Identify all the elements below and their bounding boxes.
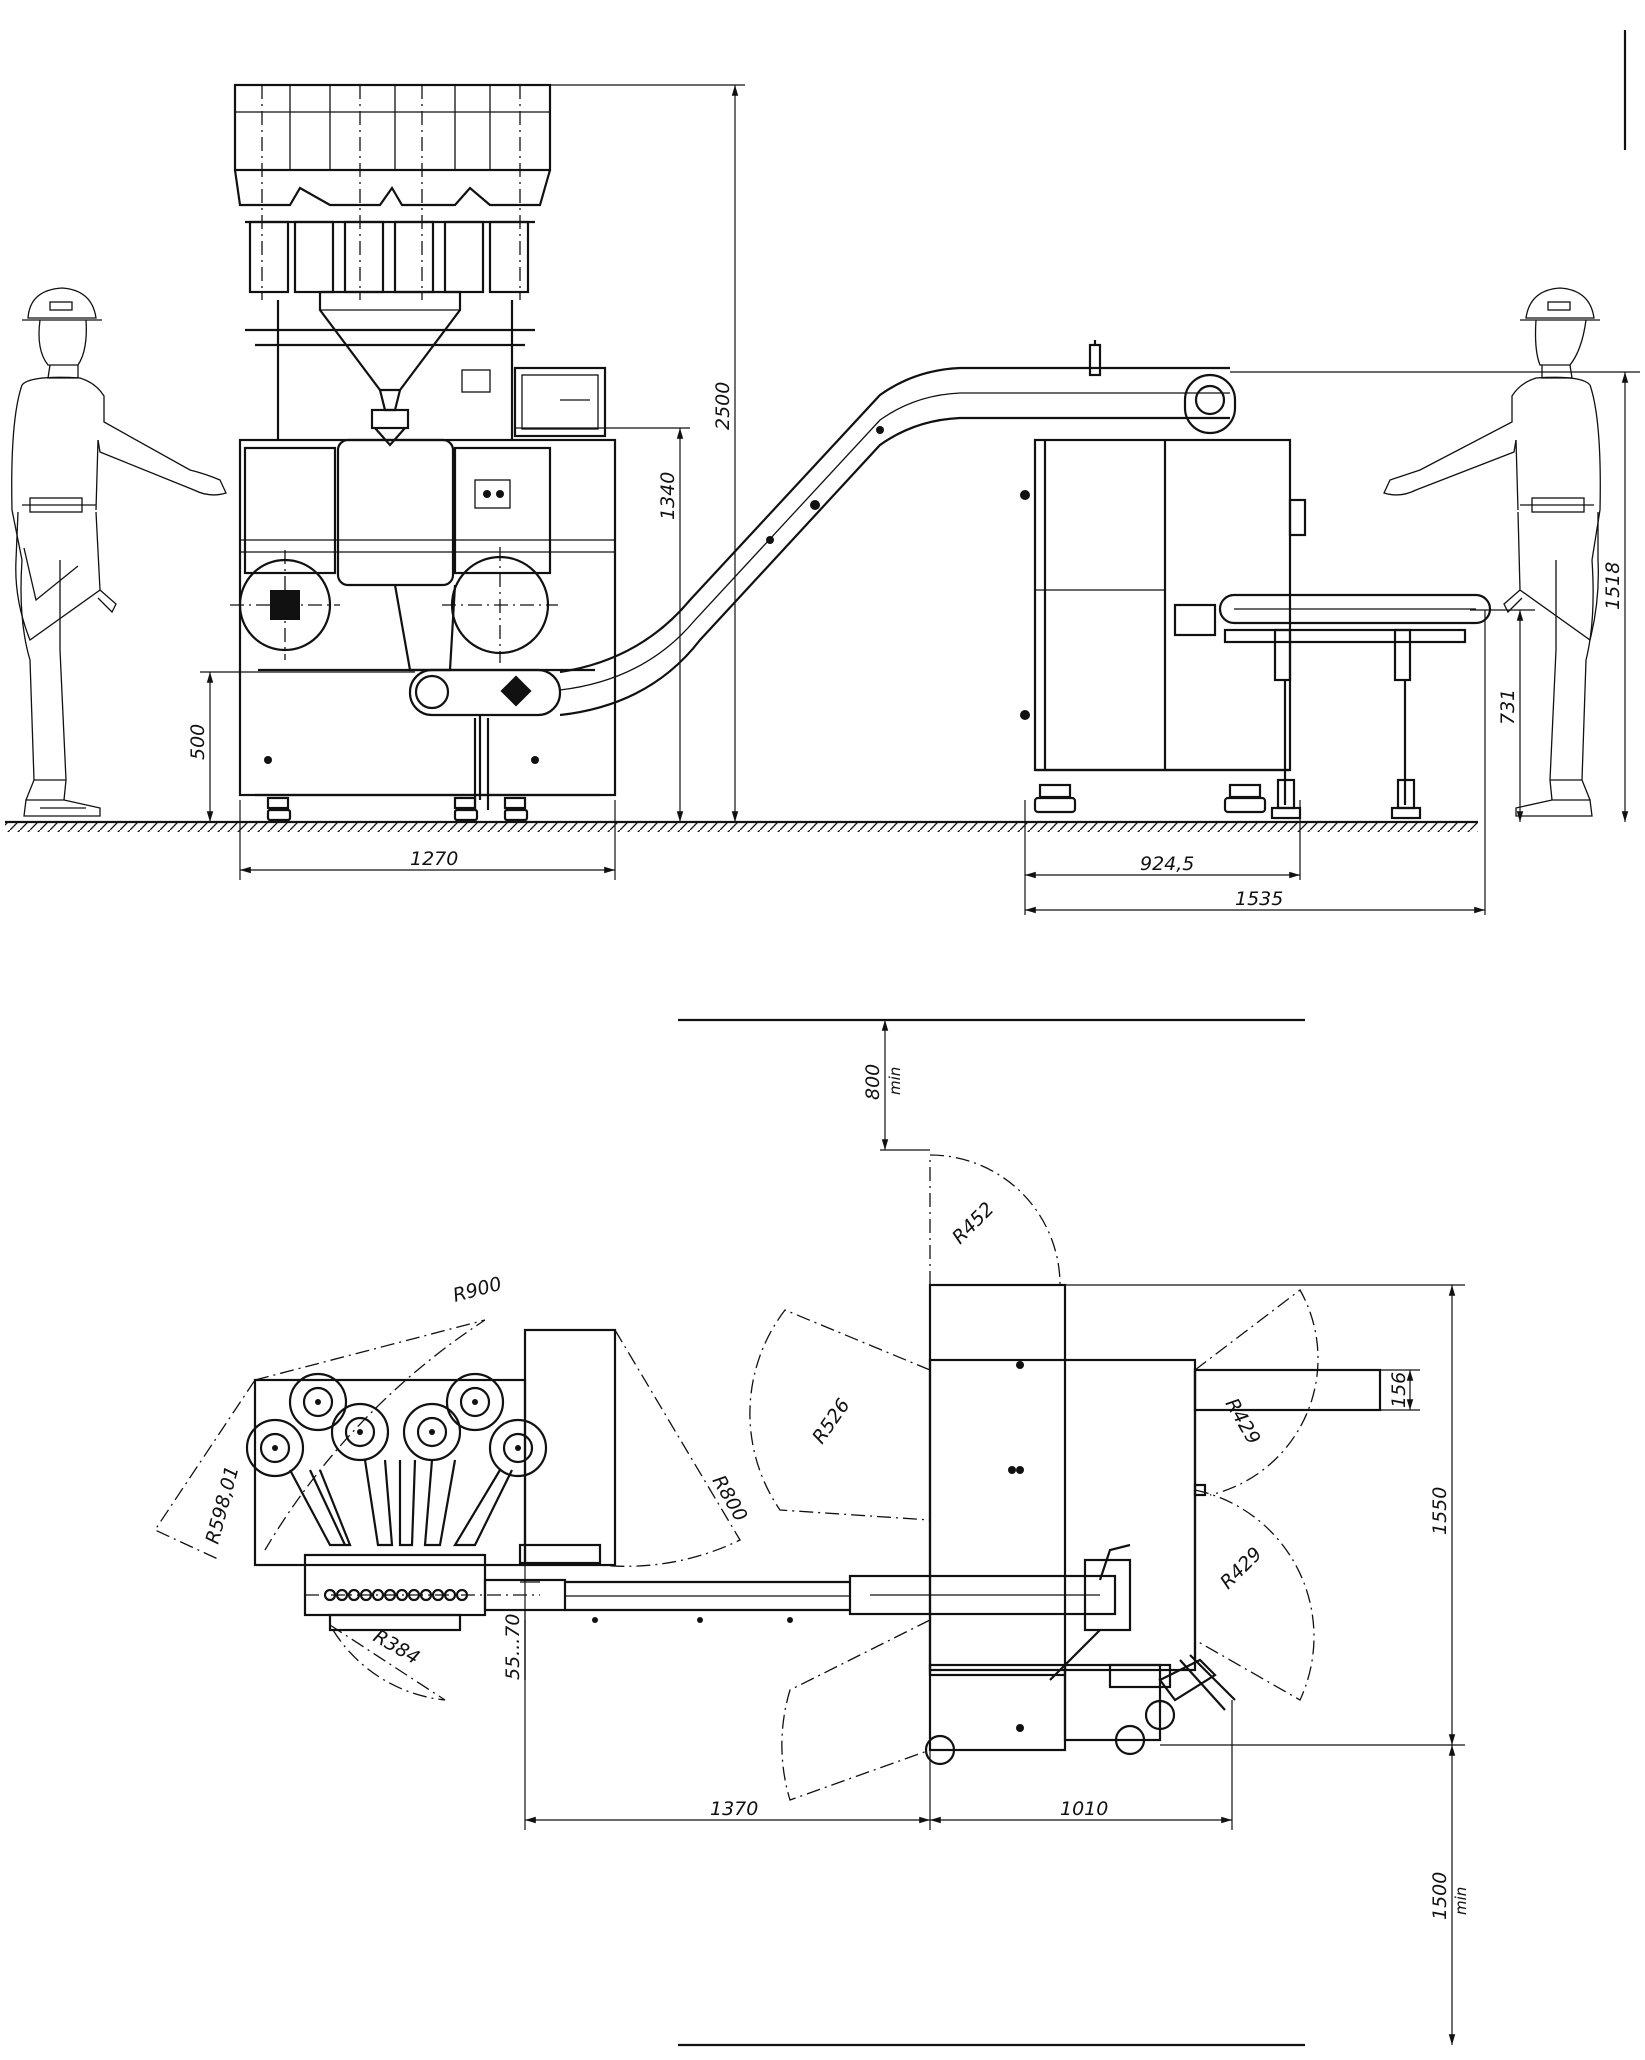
radius-r429-upper: R429 — [1221, 1395, 1265, 1449]
plan-dimension-labels: 800 min R452 R900 R598,01 R800 R384 R526… — [202, 1064, 1470, 1920]
radius-r526: R526 — [808, 1395, 854, 1448]
dim-1270: 1270 — [410, 848, 458, 870]
radius-r384: R384 — [370, 1625, 424, 1669]
dim-800: 800 — [862, 1064, 884, 1100]
multihead-plan — [245, 1328, 617, 1632]
dim-1518: 1518 — [1602, 562, 1624, 610]
radius-r452: R452 — [948, 1198, 999, 1249]
side-dimensions — [200, 84, 1640, 915]
radius-r429-lower: R429 — [1216, 1543, 1267, 1594]
dim-1500-min: min — [1452, 1887, 1470, 1915]
radius-r598: R598,01 — [202, 1464, 244, 1547]
dim-1500: 1500 — [1429, 1872, 1451, 1920]
dim-924: 924,5 — [1140, 853, 1194, 875]
dim-1535: 1535 — [1235, 888, 1283, 910]
dim-1010: 1010 — [1060, 1798, 1108, 1820]
multihead-weigher — [230, 83, 617, 822]
operator-figure-left — [11, 287, 227, 817]
dim-1340: 1340 — [657, 472, 679, 520]
dim-500: 500 — [187, 724, 209, 760]
dim-1550: 1550 — [1429, 1487, 1451, 1535]
dim-156: 156 — [1388, 1372, 1410, 1408]
side-view: 1270 924,5 1535 2500 1340 500 731 1518 — [5, 83, 1640, 915]
plan-dimensions — [520, 1020, 1465, 2045]
dim-2500: 2500 — [712, 382, 734, 430]
inclined-conveyor — [408, 340, 1237, 800]
clearance-arcs — [154, 1154, 1319, 1801]
dim-800-min: min — [886, 1067, 904, 1095]
dim-731: 731 — [1497, 689, 1519, 725]
plan-view: 800 min R452 R900 R598,01 R800 R384 R526… — [154, 1018, 1470, 2047]
dim-1370: 1370 — [710, 1798, 758, 1820]
dim-55-70: 55...70 — [502, 1614, 524, 1680]
operator-figure-right — [1383, 287, 1601, 817]
side-dimension-labels: 1270 924,5 1535 2500 1340 500 731 1518 — [187, 382, 1624, 910]
radius-r800: R800 — [708, 1472, 752, 1526]
checkweigher-plan — [924, 1283, 1382, 1766]
checkweigher-cabinet — [1020, 438, 1492, 820]
conveyor-plan — [483, 1558, 1132, 1632]
floor-line — [5, 820, 1478, 832]
radius-r900: R900 — [451, 1273, 504, 1307]
